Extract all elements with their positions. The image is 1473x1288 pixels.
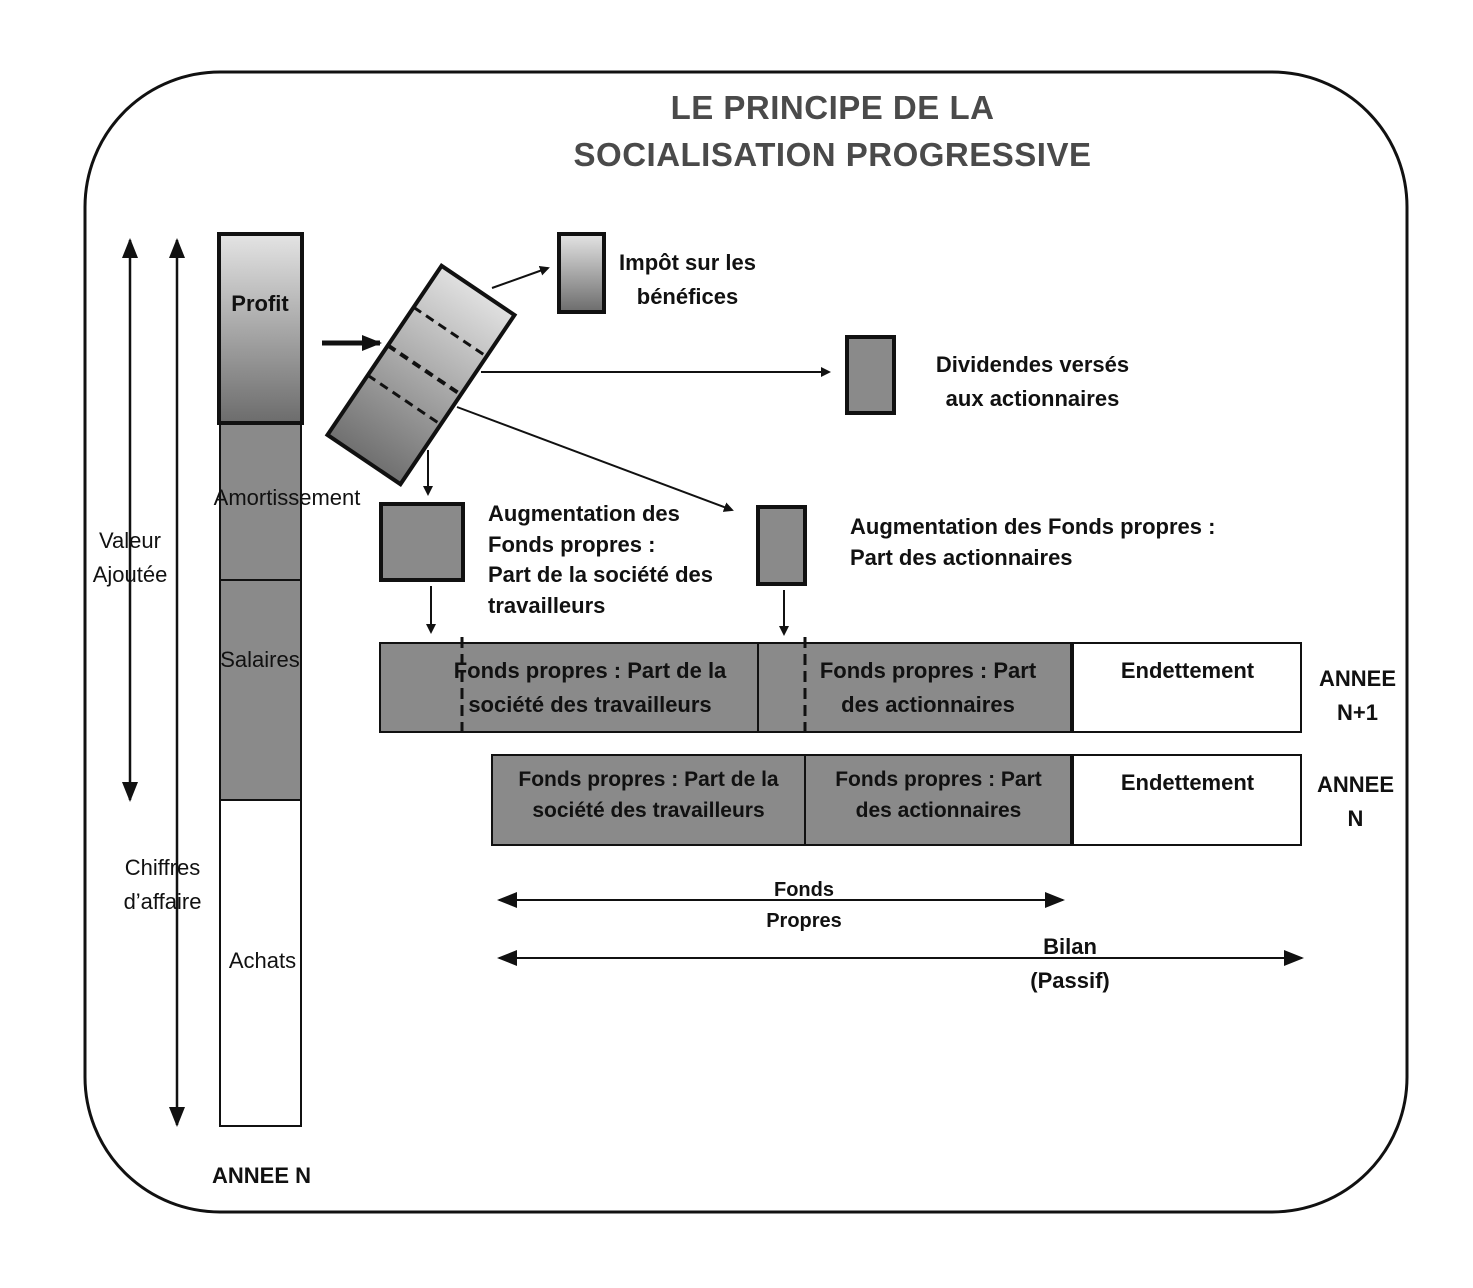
balance-n1-actionnaires xyxy=(757,642,1073,733)
balance-n1-endettement-label: Endettement xyxy=(1120,658,1255,683)
impot-label: Impôt sur les bénéfices xyxy=(619,250,756,309)
achats-segment xyxy=(219,799,302,1127)
impot-box xyxy=(557,232,606,314)
diagram-title-line1: LE PRINCIPE DE LA xyxy=(670,89,995,126)
profit-label: Profit xyxy=(231,291,289,316)
dividendes-box xyxy=(845,335,896,415)
aug-actionnaires-arrow xyxy=(456,406,734,512)
balance-n-actionnaires-label: Fonds propres : Part des actionnaires xyxy=(835,768,1042,822)
diagram-title-line2: SOCIALISATION PROGRESSIVE xyxy=(573,136,1092,173)
balance-n1-actionnaires-label: Fonds propres : Part des actionnaires xyxy=(819,658,1037,717)
aug-societe-label: Augmentation des Fonds propres : Part de… xyxy=(488,501,713,618)
bilan-label: Bilan (Passif) xyxy=(1030,934,1110,993)
aug-societe-box xyxy=(379,502,465,582)
annee-n1-label: ANNEE N+1 xyxy=(1318,666,1396,725)
balance-n-societe-label: Fonds propres : Part de la société des t… xyxy=(518,768,779,822)
chiffres-affaire-label: Chiffres d’affaire xyxy=(123,855,202,914)
aug-actionnaires-label: Augmentation des Fonds propres : Part de… xyxy=(850,514,1216,570)
impot-arrow xyxy=(491,265,550,289)
balance-n1-societe xyxy=(379,642,759,733)
amortissement-segment xyxy=(219,422,302,581)
annee-n-revenue-label: ANNEE N xyxy=(212,1163,312,1188)
achats-label: Achats xyxy=(228,948,297,973)
balance-n1-endettement xyxy=(1071,642,1302,733)
balance-n-endettement-label: Endettement xyxy=(1120,770,1255,795)
annee-n-balance-label: ANNEE N xyxy=(1316,772,1394,831)
balance-n-actionnaires xyxy=(804,754,1073,846)
salaires-segment xyxy=(219,579,302,801)
aug-actionnaires-box xyxy=(756,505,807,586)
profit-split-block xyxy=(324,263,518,487)
balance-n1-societe-label: Fonds propres : Part de la société des t… xyxy=(453,658,727,717)
valeur-ajoutee-label: Valeur Ajoutée xyxy=(92,528,168,587)
amortissement-label: Amortissement xyxy=(213,485,361,510)
outer-frame xyxy=(83,70,1409,1214)
fonds-propres-label: Fonds Propres xyxy=(766,879,842,932)
salaires-label: Salaires xyxy=(220,647,300,672)
dividendes-label: Dividendes versés aux actionnaires xyxy=(935,352,1130,411)
balance-n-endettement xyxy=(1071,754,1302,846)
profit-segment xyxy=(217,232,304,425)
